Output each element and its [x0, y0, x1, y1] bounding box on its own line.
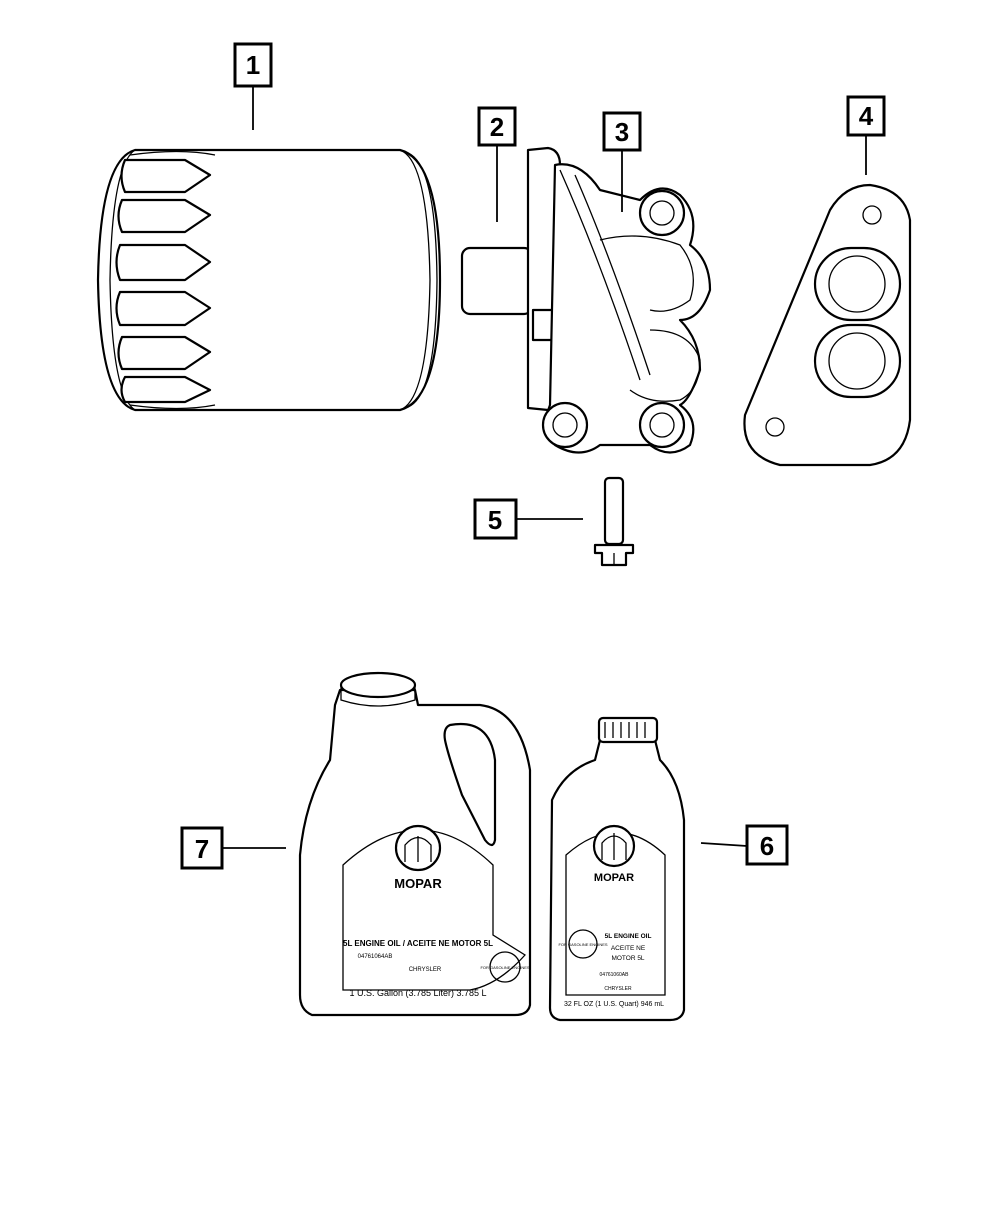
bolt — [593, 476, 635, 567]
quart-product-line-3: MOTOR 5L — [611, 955, 644, 962]
jug-maker: CHRYSLER — [409, 967, 442, 973]
quart-part-code: 04761060AB — [600, 972, 630, 978]
callout-5: 5 — [473, 498, 518, 540]
callout-7-label: 7 — [195, 834, 209, 864]
leader-lines — [222, 87, 867, 849]
callout-3-label: 3 — [615, 117, 629, 147]
jug-volume: 1 U.S. Gallon (3.785 Liter) 3.785 L — [349, 988, 486, 998]
filter-adapter-housing — [460, 146, 712, 454]
engine-oil-gallon-jug: MOPAR 5L ENGINE OIL / ACEITE NE MOTOR 5L… — [298, 671, 532, 1017]
callout-2-label: 2 — [490, 112, 504, 142]
jug-part-code: 04761064AB — [358, 954, 393, 960]
callout-6: 6 — [745, 824, 789, 866]
quart-badge: FOR GASOLINE ENGINES — [558, 942, 607, 947]
callout-7: 7 — [180, 826, 224, 870]
callout-3: 3 — [602, 111, 642, 152]
jug-product-line: 5L ENGINE OIL / ACEITE NE MOTOR 5L — [343, 939, 493, 948]
callout-4-label: 4 — [859, 101, 874, 131]
oil-filter — [96, 148, 442, 412]
callout-4: 4 — [846, 95, 886, 137]
jug-brand: MOPAR — [394, 876, 442, 891]
quart-maker: CHRYSLER — [604, 986, 632, 992]
quart-volume: 32 FL OZ (1 U.S. Quart) 946 mL — [564, 1001, 664, 1008]
jug-badge: FOR GASOLINE ENGINES — [480, 965, 529, 970]
quart-brand: MOPAR — [594, 872, 634, 884]
callout-6-label: 6 — [760, 831, 774, 861]
callout-1: 1 — [233, 42, 273, 88]
callout-2: 2 — [477, 106, 517, 147]
callout-5-label: 5 — [488, 505, 502, 535]
engine-oil-quart-bottle: MOPAR FOR GASOLINE ENGINES 5L ENGINE OIL… — [548, 716, 686, 1022]
quart-product-line-1: 5L ENGINE OIL — [605, 933, 652, 940]
quart-product-line-2: ACEITE NE — [611, 945, 646, 952]
callout-1-label: 1 — [246, 50, 260, 80]
adapter-gasket — [743, 183, 912, 467]
